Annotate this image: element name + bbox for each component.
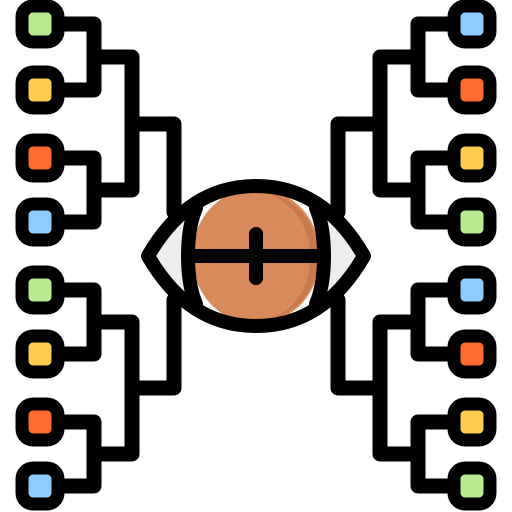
bracket-slot-left	[15, 0, 65, 49]
bracket-line-left	[124, 116, 182, 220]
bracket-slots	[15, 0, 497, 511]
bracket-lines	[30, 16, 482, 494]
bracket-slot-right	[447, 397, 497, 447]
ball-shadow	[260, 190, 318, 322]
bracket-slot-left	[15, 397, 65, 447]
bracket-slot-right	[447, 0, 497, 49]
bracket-slot-right	[447, 329, 497, 379]
bracket-line-left	[124, 292, 182, 396]
bracket-slot-right	[447, 265, 497, 315]
ball-side-left	[148, 206, 194, 306]
bracket-slot-right	[447, 65, 497, 115]
bracket-slot-left	[15, 265, 65, 315]
bracket-slot-left	[15, 197, 65, 247]
ball-outline	[141, 179, 371, 333]
bracket-slot-left	[15, 65, 65, 115]
football-icon	[141, 179, 371, 333]
bracket-slot-left	[15, 133, 65, 183]
bracket-slot-left	[15, 461, 65, 511]
bracket-slot-left	[15, 329, 65, 379]
ball-side-right	[318, 206, 364, 306]
bracket-line-right	[330, 292, 388, 396]
bracket-slot-right	[447, 461, 497, 511]
bracket-slot-right	[447, 197, 497, 247]
bracket-slot-right	[447, 133, 497, 183]
bracket-line-right	[330, 116, 388, 220]
